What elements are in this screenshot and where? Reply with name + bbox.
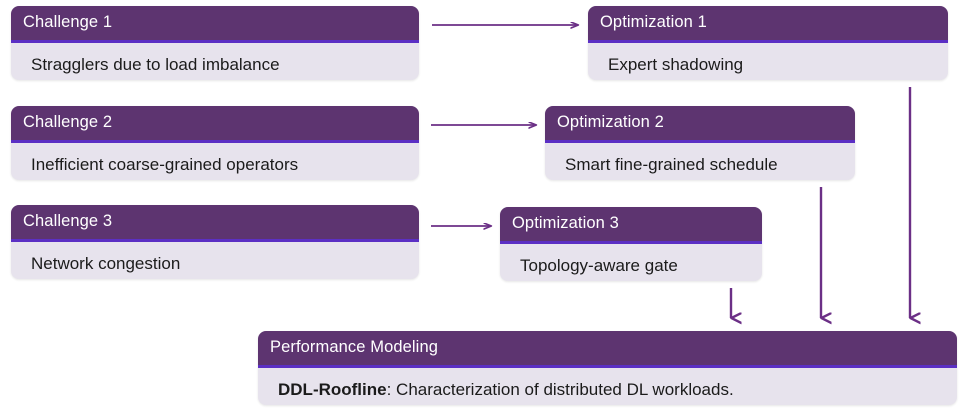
challenge-3-header: Challenge 3 (11, 205, 419, 242)
challenge-1-card[interactable]: Challenge 1 Stragglers due to load imbal… (11, 6, 419, 80)
challenge-1-body: Stragglers due to load imbalance (31, 54, 280, 74)
challenge-1-header: Challenge 1 (11, 6, 419, 43)
optimization-2-card[interactable]: Optimization 2 Smart fine-grained schedu… (545, 106, 855, 180)
optimization-2-body: Smart fine-grained schedule (565, 154, 778, 174)
performance-modeling-body-rest: : Characterization of distributed DL wor… (386, 379, 734, 399)
optimization-1-body: Expert shadowing (608, 54, 744, 74)
optimization-3-body: Topology-aware gate (520, 255, 678, 275)
performance-modeling-header: Performance Modeling (258, 331, 957, 368)
optimization-1-header: Optimization 1 (588, 6, 948, 43)
challenge-3-body: Network congestion (31, 253, 181, 273)
optimization-3-header: Optimization 3 (500, 207, 762, 244)
optimization-1-card[interactable]: Optimization 1 Expert shadowing (588, 6, 948, 80)
performance-modeling-card[interactable]: Performance Modeling DDL-Roofline: Chara… (258, 331, 957, 405)
challenge-2-body: Inefficient coarse-grained operators (31, 154, 299, 174)
performance-modeling-body: DDL-Roofline: Characterization of distri… (258, 368, 957, 398)
challenge-3-card[interactable]: Challenge 3 Network congestion (11, 205, 419, 279)
challenge-2-card[interactable]: Challenge 2 Inefficient coarse-grained o… (11, 106, 419, 180)
performance-modeling-body-bold: DDL-Roofline (278, 379, 387, 399)
optimization-2-header: Optimization 2 (545, 106, 855, 143)
challenge-2-header: Challenge 2 (11, 106, 419, 143)
optimization-3-card[interactable]: Optimization 3 Topology-aware gate (500, 207, 762, 281)
